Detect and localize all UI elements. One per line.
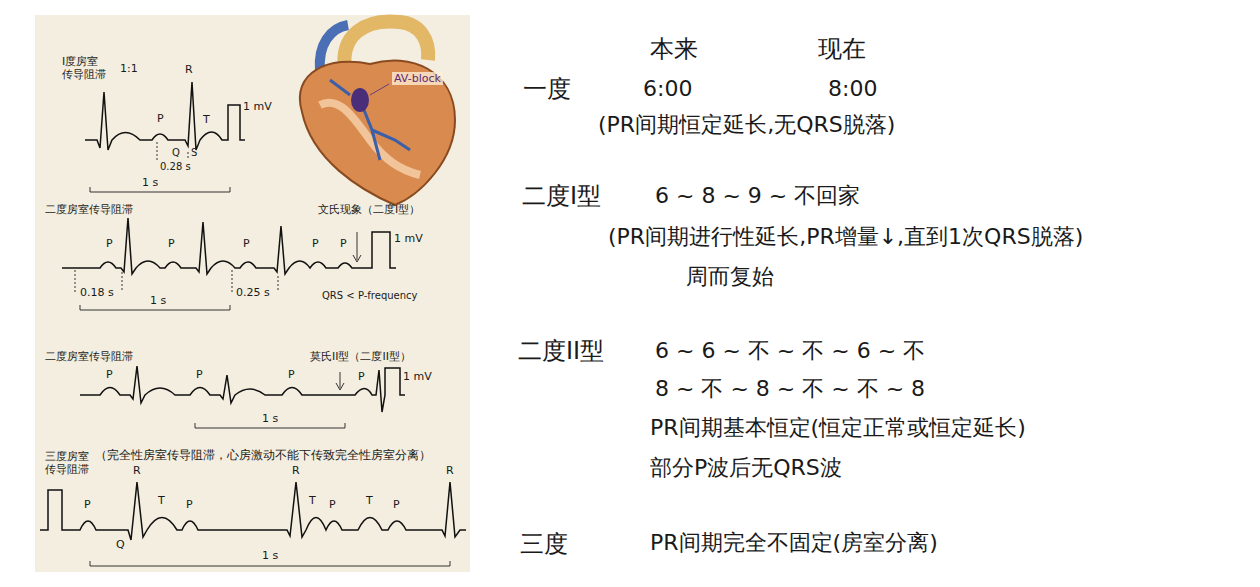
label-text: R: [133, 464, 141, 477]
label-text: 6 ~ 6 ~ 不 ~ 不 ~ 6 ~ 不: [655, 338, 925, 364]
label-text: AV-block: [392, 72, 443, 85]
label-text: R: [292, 464, 300, 477]
label-text: 部分P波后无QRS波: [650, 455, 842, 481]
label-text: P: [106, 368, 113, 381]
label-text: P: [288, 368, 295, 381]
label-text: 0.25 s: [236, 286, 270, 299]
label-text: 莫氏II型（二度II型）: [310, 350, 411, 363]
label-text: 现在: [818, 35, 866, 64]
heart-illustration: [300, 21, 455, 205]
ecg-trace: [62, 218, 396, 274]
label-text: 1 s: [150, 294, 166, 307]
av-node: [351, 88, 369, 112]
label-text: P: [168, 237, 175, 250]
label-text: T: [366, 494, 373, 507]
label-text: T: [309, 494, 316, 507]
label-text: Q: [116, 538, 125, 551]
ecg-trace: [40, 482, 466, 540]
label-text: 6 ~ 8 ~ 9 ~ 不回家: [655, 183, 860, 209]
label-text: T: [203, 113, 210, 126]
arrow-head: [353, 255, 361, 262]
conduction-path: [330, 80, 350, 95]
label-text: (PR间期进行性延长,PR增量↓,直到1次QRS脱落): [608, 224, 1083, 250]
interval-marker: [188, 152, 189, 160]
label-text: T: [158, 494, 165, 507]
label-text: 本来: [650, 35, 698, 64]
label-text: P: [84, 498, 91, 511]
leader-line: [370, 84, 389, 95]
label-text: QRS < P-frequency: [322, 290, 417, 302]
label-text: 一度: [523, 75, 571, 104]
label-text: 8:00: [828, 76, 877, 102]
label-text: S: [191, 147, 197, 159]
label-text: P: [106, 237, 113, 250]
label-text: 三度房室 传导阻滞: [45, 450, 95, 476]
label-text: P: [186, 498, 193, 511]
label-text: P: [340, 237, 347, 250]
label-text: (PR间期恒定延长,无QRS脱落): [598, 112, 895, 138]
interval-marker: [157, 142, 158, 160]
label-text: 1 s: [262, 549, 278, 562]
label-text: PR间期基本恒定(恒定正常或恒定延长): [650, 415, 1026, 441]
interval-marker: [232, 270, 233, 292]
label-text: 文氏现象（二度I型）: [318, 203, 420, 216]
label-text: 二度房室传导阻滞: [45, 350, 133, 363]
label-text: 0.28 s: [160, 161, 191, 173]
label-text: R: [185, 63, 193, 76]
panel-background: [35, 15, 470, 572]
label-text: 二度房室传导阻滞: [45, 203, 133, 216]
label-text: 0.18 s: [80, 286, 114, 299]
interval-marker: [75, 270, 76, 292]
label-text: 二度I型: [522, 182, 601, 211]
label-text: 1 s: [262, 412, 278, 425]
label-text: （完全性房室传导阻滞，心房激动不能下传致完全性房室分离）: [95, 448, 431, 462]
label-text: P: [393, 498, 400, 511]
arrow-head: [336, 383, 344, 390]
heart-chamber: [320, 103, 420, 175]
label-text: 1 mV: [403, 370, 432, 383]
label-text: P: [196, 368, 203, 381]
label-text: P: [312, 237, 319, 250]
time-bracket: [90, 187, 230, 192]
label-text: 二度II型: [518, 337, 604, 366]
label-text: 1 mV: [394, 232, 423, 245]
label-text: P: [243, 237, 250, 250]
heart-body: [300, 60, 455, 205]
label-text: 三度: [520, 530, 568, 559]
label-text: P: [329, 498, 336, 511]
ecg-trace: [80, 366, 405, 412]
label-text: 1 s: [142, 176, 158, 189]
label-text: R: [446, 464, 454, 477]
label-text: P: [358, 370, 365, 383]
label-text: 6:00: [643, 76, 692, 102]
ecg-trace: [85, 82, 245, 150]
dropped-beat-arrow: [357, 232, 358, 260]
label-text: 1 mV: [243, 100, 272, 113]
label-text: 1:1: [120, 62, 138, 75]
label-text: P: [157, 112, 164, 125]
dropped-beat-arrow: [340, 372, 341, 388]
label-text: PR间期完全不固定(房室分离): [650, 530, 938, 556]
label-text: 8 ~ 不 ~ 8 ~ 不 ~ 不 ~ 8: [655, 376, 925, 402]
interval-marker: [122, 272, 123, 292]
interval-marker: [278, 276, 279, 292]
conduction-branch: [360, 100, 410, 160]
label-text: I度房室 传导阻滞: [62, 55, 112, 81]
label-text: 周而复始: [686, 264, 774, 290]
label-text: Q: [172, 147, 180, 159]
